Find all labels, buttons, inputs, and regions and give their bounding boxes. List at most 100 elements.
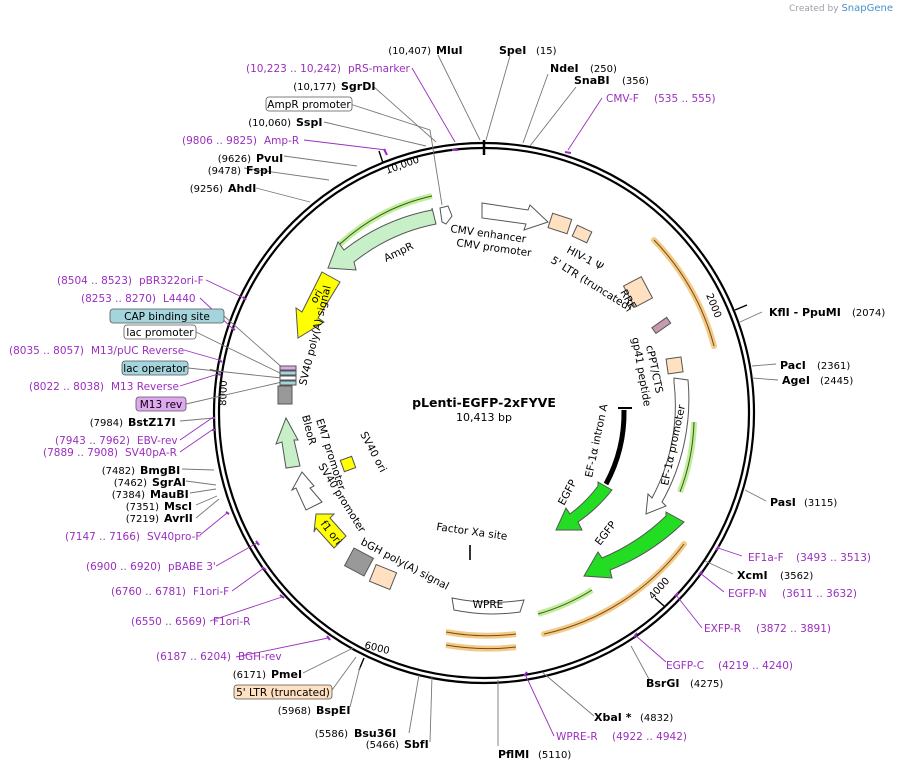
primer-egfp-n[interactable]: EGFP-N(3611 .. 3632)	[728, 588, 857, 600]
leader-line	[185, 480, 217, 486]
site-avrii[interactable]: (7219)AvrII	[126, 512, 193, 525]
primer-m13-puc-reverse[interactable]: (8035 .. 8057)M13/pUC Reverse	[9, 345, 184, 357]
primer-f1ori-f[interactable]: (6760 .. 6781)F1ori-F	[111, 586, 229, 598]
svg-text:AgeI: AgeI	[782, 374, 810, 387]
site-ahdi[interactable]: (9256)AhdI	[190, 182, 257, 195]
svg-text:WPRE-R: WPRE-R	[556, 731, 598, 743]
site-mlui[interactable]: (10,407)MluI	[388, 44, 462, 57]
primer-ebv-rev[interactable]: (7943 .. 7962)EBV-rev	[55, 435, 178, 447]
site-spei[interactable]: SpeI(15)	[499, 44, 557, 57]
svg-text:Amp-R: Amp-R	[264, 135, 299, 147]
ampr-promoter-arrow	[439, 205, 453, 225]
svg-text:(10,060): (10,060)	[248, 118, 291, 129]
site-xcmi[interactable]: XcmI(3562)	[737, 569, 813, 582]
boxed-ltr5-truncated[interactable]: 5' LTR (truncated)	[233, 684, 333, 700]
svg-text:(535 .. 555): (535 .. 555)	[654, 93, 716, 105]
primer-l4440[interactable]: (8253 .. 8270)L4440	[81, 293, 196, 305]
site-snabi[interactable]: SnaBI(356)	[574, 74, 649, 87]
wpre-box	[451, 597, 525, 615]
leader-line	[235, 637, 329, 658]
primer-sv40pro-f[interactable]: (7147 .. 7166)SV40pro-F	[65, 531, 201, 543]
site-bspei[interactable]: (5968)BspEI	[278, 704, 351, 717]
boxed-m13-rev[interactable]: M13 rev	[135, 396, 187, 412]
bgh-polya-box	[368, 563, 398, 591]
leader-line	[323, 121, 427, 147]
lac-stack-2	[279, 370, 297, 376]
svg-text:SV40pro-F: SV40pro-F	[147, 531, 201, 543]
label-ori: ori	[308, 288, 325, 306]
primer-exfp-r[interactable]: EXFP-R(3872 .. 3891)	[704, 623, 831, 635]
boxed-cap-binding-site[interactable]: CAP binding site	[109, 308, 225, 324]
scale-ticks	[209, 150, 748, 671]
primer-m13-reverse[interactable]: (8022 .. 8038)M13 Reverse	[29, 381, 179, 393]
svg-text:(8504 .. 8523): (8504 .. 8523)	[57, 275, 132, 287]
lac-stack-3	[279, 375, 297, 381]
site-pmei[interactable]: (6171)PmeI	[233, 668, 302, 681]
svg-text:(8022 .. 8038): (8022 .. 8038)	[29, 381, 104, 393]
primer-pbabe3[interactable]: (6900 .. 6920)pBABE 3'	[86, 561, 216, 573]
boxed-lac-operator[interactable]: lac operator	[121, 360, 189, 376]
ef1a-intron-arc	[603, 409, 627, 486]
site-bsu36i[interactable]: (5586)Bsu36I	[315, 727, 396, 740]
svg-text:SV40pA-R: SV40pA-R	[125, 447, 177, 459]
site-msci[interactable]: (7351)MscI	[126, 500, 192, 513]
cmv-f-arc-core	[653, 239, 715, 347]
leader-line	[209, 596, 283, 622]
site-agei[interactable]: AgeI(2445)	[782, 374, 853, 387]
primer-bgh-rev[interactable]: (6187 .. 6204)BGH-rev	[156, 651, 282, 663]
primer-prs-marker[interactable]: (10,223 .. 10,242)pRS-marker	[246, 63, 411, 75]
site-maubi[interactable]: (7384)MauBI	[112, 488, 189, 501]
leader-line	[243, 167, 330, 181]
site-pflmi[interactable]: PflMI(5110)	[498, 748, 571, 761]
site-kfli-ppumi[interactable]: KflI - PpuMI(2074)	[769, 306, 885, 319]
primer-cmv-f[interactable]: CMV-F(535 .. 555)	[606, 93, 716, 105]
svg-text:(7984): (7984)	[90, 418, 123, 429]
primer-sv40pa-r[interactable]: (7889 .. 7908)SV40pA-R	[43, 447, 177, 459]
f1-ori-gray-box	[343, 547, 375, 577]
leader-line	[179, 373, 219, 387]
svg-text:(3611 .. 3632): (3611 .. 3632)	[782, 588, 857, 600]
svg-text:(5110): (5110)	[538, 750, 571, 761]
site-ndei[interactable]: NdeI(250)	[550, 62, 617, 75]
sv40-ori-box	[339, 455, 357, 473]
site-sbfi[interactable]: (5466)SbfI	[366, 738, 429, 751]
site-pvui[interactable]: (9626)PvuI	[218, 152, 283, 165]
primer-egfp-c[interactable]: EGFP-C(4219 .. 4240)	[666, 660, 793, 672]
svg-text:PacI: PacI	[780, 359, 806, 372]
svg-text:F1ori-F: F1ori-F	[193, 586, 229, 598]
leader-line	[302, 647, 354, 674]
leader-line	[183, 349, 220, 361]
boxed-ampr-promoter[interactable]: AmpR promoter	[265, 96, 353, 112]
site-sspi[interactable]: (10,060)SspI	[248, 116, 322, 129]
site-sgrai[interactable]: (7462)SgrAI	[114, 476, 186, 489]
primer-pbr322ori-f[interactable]: (8504 .. 8523)pBR322ori-F	[57, 275, 204, 287]
site-paci[interactable]: PacI(2361)	[780, 359, 850, 372]
leader-line	[185, 381, 283, 405]
svg-text:EGFP-C: EGFP-C	[666, 660, 704, 672]
primer-f1ori-r[interactable]: (6550 .. 6569)F1ori-R	[131, 616, 250, 628]
leader-line	[189, 488, 217, 494]
leader-line	[437, 54, 481, 141]
svg-text:(7384): (7384)	[112, 490, 145, 501]
leader-line	[179, 417, 213, 441]
boxed-label-frame	[135, 396, 187, 412]
leader-line	[303, 139, 387, 151]
primer-ef1a-f[interactable]: EF1a-F(3493 .. 3513)	[748, 552, 871, 564]
site-xbai[interactable]: XbaI *(4832)	[594, 711, 673, 724]
sv40-polya-box	[277, 385, 293, 405]
leader-line	[255, 187, 311, 203]
site-sgrdi[interactable]: (10,177)SgrDI	[293, 80, 375, 93]
primer-amp-r[interactable]: (9806 .. 9825)Amp-R	[182, 135, 299, 147]
svg-text:pRS-marker: pRS-marker	[348, 63, 411, 75]
site-bsrgi[interactable]: BsrGI(4275)	[646, 677, 723, 690]
svg-text:(6171): (6171)	[233, 670, 266, 681]
primer-wpre-r[interactable]: WPRE-R(4922 .. 4942)	[556, 731, 687, 743]
site-bstz17i[interactable]: (7984)BstZ17I	[90, 416, 176, 429]
svg-text:(2074): (2074)	[852, 308, 885, 319]
gp41-box	[665, 356, 684, 375]
site-fspi[interactable]: (9478)FspI	[208, 164, 272, 177]
boxed-lac-promoter[interactable]: lac promoter	[123, 324, 197, 340]
site-bmgbi[interactable]: (7482)BmgBI	[102, 464, 180, 477]
site-pasi[interactable]: PasI(3115)	[770, 496, 837, 509]
svg-text:(15): (15)	[536, 46, 557, 57]
